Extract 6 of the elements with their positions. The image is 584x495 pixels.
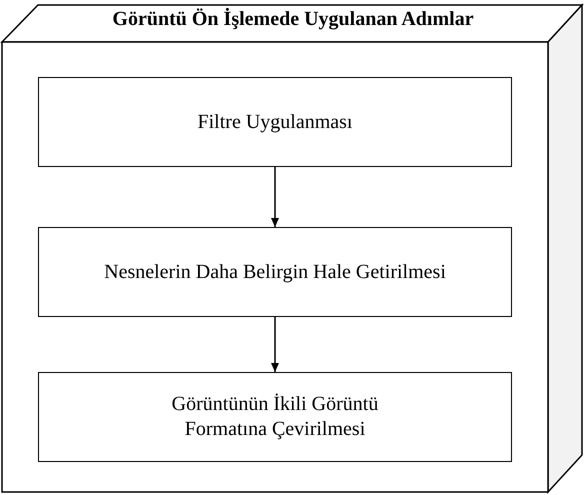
arrow xyxy=(271,167,279,227)
arrow xyxy=(271,317,279,372)
process-box: Filtre Uygulanması xyxy=(38,77,512,167)
process-box: Nesnelerin Daha Belirgin Hale Getirilmesi xyxy=(38,227,512,317)
process-box: Görüntünün İkili Görüntü Formatına Çevirilmesi xyxy=(38,372,512,462)
node-label: Görüntü Ön İşlemede Uygulanan Adımlar xyxy=(111,8,475,31)
